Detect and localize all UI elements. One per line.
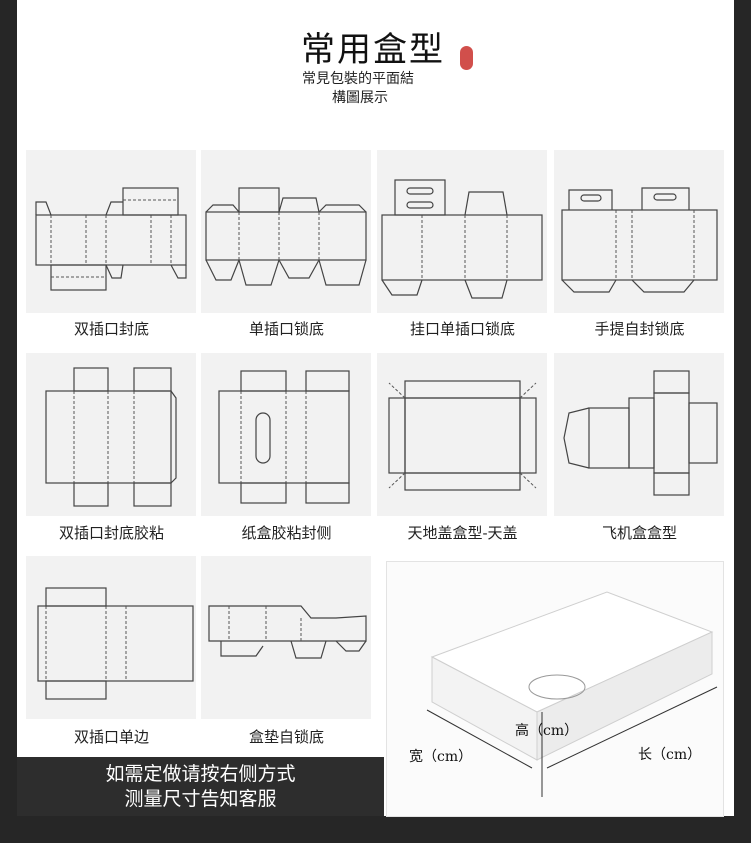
box-type-label-9: 双插口单边: [73, 728, 149, 746]
box-type-tile-8: [554, 353, 724, 516]
height-label: 高（cm）: [515, 723, 579, 739]
banner-line-1: 如需定做请按右侧方式: [105, 763, 296, 785]
red-seal-icon: [460, 46, 473, 70]
box-type-label-10: 盒垫自锁底: [248, 728, 324, 746]
page-title: 常用盒型: [301, 30, 445, 70]
box-measurement-photo: 高（cm） 宽（cm） 长（cm）: [386, 561, 724, 817]
box-type-tile-1: [26, 150, 196, 313]
box-type-label-2: 单插口锁底: [248, 320, 324, 338]
box-type-label-6: 纸盒胶粘封侧: [241, 524, 332, 542]
box-type-label-1: 双插口封底: [73, 320, 149, 338]
width-label: 宽（cm）: [409, 749, 473, 765]
handle-lock-bottom-dieline-icon: [561, 187, 718, 293]
double-tuck-glued-dieline-icon: [45, 367, 177, 507]
box-type-tile-5: [26, 353, 196, 516]
single-tuck-lock-bottom-dieline-icon: [205, 187, 367, 286]
glued-side-dieline-icon: [218, 370, 350, 504]
box-type-tile-4: [554, 150, 724, 313]
subtitle-line-2: 構圖展示: [332, 90, 388, 106]
box-type-tile-6: [201, 353, 371, 516]
page-subtitle: 常見包裝的平面結 構圖展示: [302, 70, 452, 108]
box-type-tile-7: [377, 353, 547, 516]
lid-base-dieline-icon: [388, 380, 537, 491]
box-type-tile-3: [377, 150, 547, 313]
box-type-tile-2: [201, 150, 371, 313]
box-type-tile-9: [26, 556, 196, 719]
box-type-label-4: 手提自封锁底: [594, 320, 685, 338]
white-box-illustration: [426, 591, 718, 797]
length-label: 长（cm）: [638, 747, 702, 763]
box-type-label-5: 双插口封底胶粘: [58, 524, 164, 542]
banner-line-2: 测量尺寸告知客服: [124, 788, 277, 810]
mailer-box-dieline-icon: [563, 370, 718, 496]
box-type-tile-10: [201, 556, 371, 719]
double-tuck-dieline-icon: [35, 187, 187, 291]
custom-order-banner: 如需定做请按右侧方式 测量尺寸告知客服: [17, 757, 384, 816]
box-type-label-3: 挂口单插口锁底: [409, 320, 515, 338]
tray-lock-bottom-dieline-icon: [208, 605, 367, 659]
box-type-label-8: 飞机盒盒型: [601, 524, 677, 542]
hanger-tuck-lock-bottom-dieline-icon: [381, 179, 543, 299]
box-type-label-7: 天地盖盒型-天盖: [407, 524, 518, 542]
double-tuck-single-side-dieline-icon: [37, 587, 194, 700]
subtitle-line-1: 常見包裝的平面結: [302, 71, 414, 87]
